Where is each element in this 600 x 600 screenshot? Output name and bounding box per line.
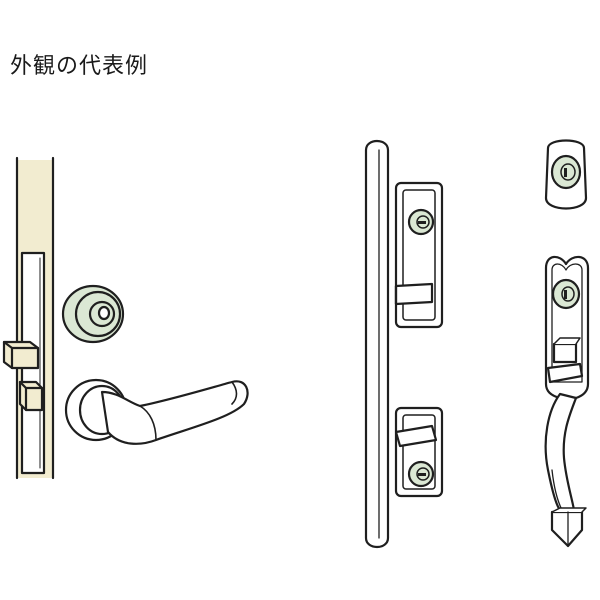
cylinder-thumbturn: [61, 284, 125, 344]
bar-pull-handle-lock: [364, 139, 444, 549]
upper-escutcheon: [394, 181, 444, 329]
page-title: 外観の代表例: [10, 54, 149, 79]
grip-bottom-cap: [550, 507, 587, 548]
lower-escutcheon: [394, 406, 444, 498]
deadbolt-cylinder-plate: [544, 139, 588, 210]
grip-bar: [544, 392, 578, 512]
deadbolt: [18, 380, 44, 412]
grip-handle-lock: [544, 139, 590, 548]
lever-arm: [100, 380, 249, 445]
latch-bolt: [2, 340, 40, 370]
door-frame-edge: [15, 156, 55, 480]
pull-bar: [364, 139, 390, 549]
grip-escutcheon: [544, 255, 590, 400]
lever-handle-lock: [2, 156, 249, 480]
